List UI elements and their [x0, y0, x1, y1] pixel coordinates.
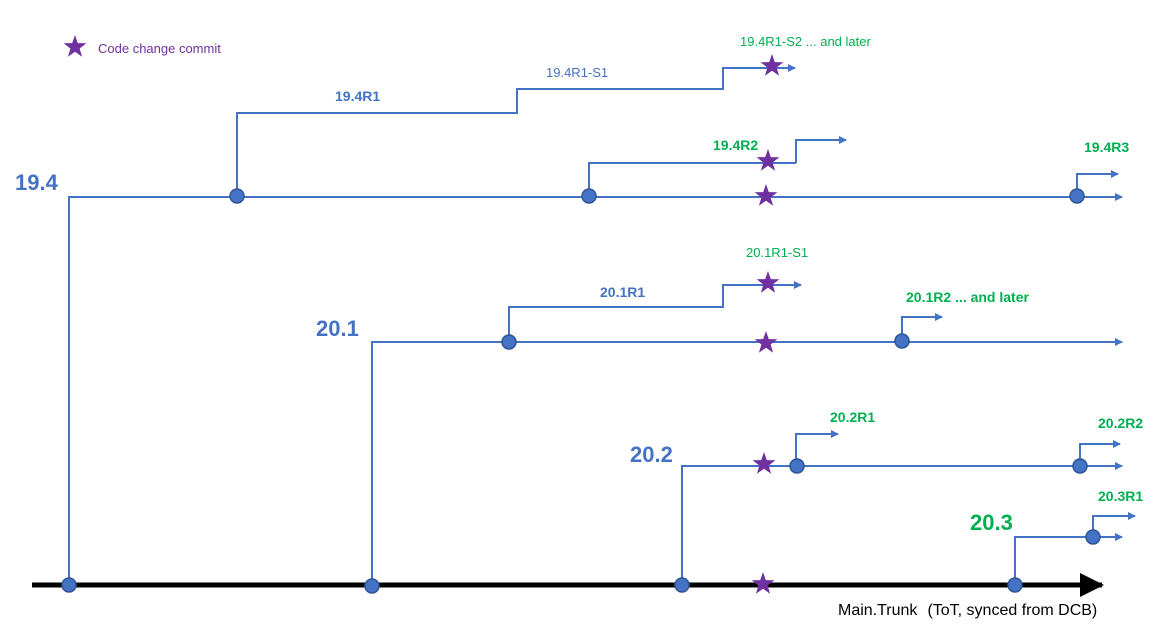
node-20-1R1	[501, 334, 517, 350]
release-label-20-1R1: 20.1R1	[600, 284, 645, 300]
trunk-node-20-3	[1007, 577, 1023, 593]
trunk-label-detail: (ToT, synced from DCB)	[927, 602, 1097, 619]
trunk-label: Main.Trunk (ToT, synced from DCB)	[838, 602, 1097, 619]
node-19-4R3	[1069, 188, 1085, 204]
release-label-19-4R2: 19.4R2	[713, 137, 758, 153]
commit-star-icon-19-4	[754, 184, 778, 206]
trunk-node-20-1	[364, 578, 380, 594]
release-19-4R1-line	[236, 64, 796, 197]
release-label-20-3R1: 20.3R1	[1098, 488, 1143, 504]
release-label-19-4R1-S1: 19.4R1-S1	[546, 65, 608, 80]
commit-star-icon-20-1R1-S1	[756, 271, 780, 293]
release-19-4R2-s-line	[795, 136, 847, 163]
trunk-label-main: Main.Trunk	[838, 602, 918, 619]
node-19-4R1	[229, 188, 245, 204]
node-20-2R2	[1072, 458, 1088, 474]
commit-star-icon-20-2	[752, 452, 776, 474]
release-label-19-4R1-S2: 19.4R1-S2 ... and later	[740, 34, 871, 49]
branch-20-2-line	[681, 462, 1123, 585]
release-label-20-2R2: 20.2R2	[1098, 415, 1143, 431]
node-20-3R1	[1085, 529, 1101, 545]
legend-label: Code change commit	[98, 41, 221, 56]
release-20-2R1-line	[795, 430, 839, 466]
branch-20-3-line	[1014, 533, 1123, 585]
release-label-19-4R3: 19.4R3	[1084, 139, 1129, 155]
node-19-4R2	[581, 188, 597, 204]
commit-star-icon-19-4R2	[756, 149, 780, 171]
branch-label-20-2: 20.2	[630, 442, 673, 467]
node-20-2R1	[789, 458, 805, 474]
branch-19-4-line	[68, 193, 1123, 585]
release-label-20-1R1-S1: 20.1R1-S1	[746, 245, 808, 260]
release-20-1R1-line	[508, 281, 802, 342]
branch-label-20-1: 20.1	[316, 316, 359, 341]
trunk-node-20-2	[674, 577, 690, 593]
commit-star-icon-20-1	[754, 331, 778, 353]
legend-star-icon	[63, 35, 87, 57]
release-label-19-4R1: 19.4R1	[335, 88, 380, 104]
branch-20-1-line	[371, 338, 1123, 585]
commit-star-icon-trunk	[751, 572, 775, 594]
release-label-20-1R2: 20.1R2 ... and later	[906, 289, 1029, 305]
branch-label-20-3: 20.3	[970, 510, 1013, 535]
release-19-4R2-line	[588, 162, 796, 197]
release-label-20-2R1: 20.2R1	[830, 409, 875, 425]
commit-star-icon-19-4R1-S2	[760, 54, 784, 76]
node-20-1R2	[894, 333, 910, 349]
branch-label-19-4: 19.4	[15, 170, 59, 195]
trunk-node-19-4	[61, 577, 77, 593]
